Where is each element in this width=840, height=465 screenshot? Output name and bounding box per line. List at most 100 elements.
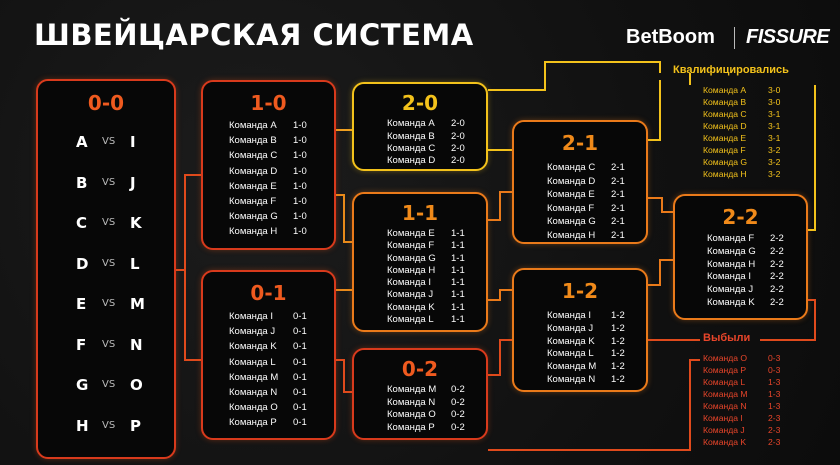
team-name: Команда K	[707, 296, 755, 308]
vs-label: VS	[102, 419, 116, 431]
team-b: L	[130, 254, 140, 273]
team-name: Команда K	[547, 335, 595, 347]
round-0-1-label: 0-1	[250, 281, 287, 305]
team-score: 0-2	[451, 384, 465, 395]
team-b: N	[130, 335, 143, 354]
team-b: O	[130, 376, 143, 394]
team-score: 0-2	[451, 396, 465, 408]
logo-divider	[734, 27, 735, 49]
team-score: 1-2	[611, 335, 625, 347]
team-score: 2-1	[611, 175, 625, 187]
vs-label: VS	[102, 379, 116, 390]
team-b: P	[130, 416, 141, 435]
round-1-1-label: 1-1	[401, 201, 439, 225]
team-name: Команда L	[229, 356, 276, 368]
team-name: Команда I	[703, 413, 743, 423]
team-a: C	[76, 214, 88, 232]
team-row: Команда I 1-1	[354, 277, 486, 289]
team-name: Команда G	[229, 211, 278, 223]
team-name: Команда N	[229, 386, 278, 398]
team-b: J	[130, 173, 136, 192]
vs-label: VS	[102, 257, 116, 269]
team-name: Команда H	[703, 169, 747, 179]
team-row: Команда D 2-1	[514, 175, 646, 189]
team-name: Команда C	[703, 109, 747, 119]
team-score: 2-1	[611, 202, 625, 214]
team-score: 2-0	[451, 155, 465, 167]
team-name: Команда D	[547, 175, 596, 187]
team-a: D	[76, 254, 89, 273]
team-name: Команда K	[387, 301, 435, 313]
team-name: Команда F	[707, 233, 755, 244]
team-score: 0-1	[293, 326, 307, 338]
team-name: Команда F	[547, 202, 595, 214]
team-row: Команда D 2-0	[354, 155, 486, 167]
team-score: 1-2	[611, 310, 625, 321]
fissure-logo: FISSURE	[746, 26, 830, 48]
team-score: 0-1	[293, 386, 307, 398]
round-2-0-label: 2-0	[401, 91, 439, 115]
team-name: Команда D	[387, 155, 436, 167]
round-1-0-label: 1-0	[250, 91, 287, 115]
team-name: Команда H	[229, 226, 278, 238]
team-name: Команда M	[703, 389, 748, 399]
vs-label: VS	[102, 217, 116, 228]
team-score: 3-1	[768, 121, 781, 131]
team-score: 2-1	[611, 229, 625, 241]
team-score: 2-1	[611, 162, 625, 173]
team-name: Команда C	[547, 162, 596, 173]
team-score: 1-1	[451, 289, 465, 301]
team-score: 3-1	[768, 133, 781, 143]
team-name: Команда N	[703, 401, 747, 411]
team-name: Команда G	[703, 157, 748, 167]
team-score: 1-0	[293, 226, 307, 238]
team-score: 2-2	[770, 233, 784, 244]
team-name: Команда H	[387, 264, 436, 276]
team-name: Команда C	[387, 143, 436, 155]
team-score: 1-0	[293, 135, 307, 147]
team-score: 0-1	[293, 311, 307, 322]
team-name: Команда I	[387, 277, 431, 289]
team-row: Команда N 0-1	[203, 385, 334, 400]
team-score: 1-3	[768, 377, 781, 387]
team-score: 1-2	[611, 373, 625, 385]
team-name: Команда D	[703, 121, 747, 131]
team-name: Команда B	[703, 97, 747, 107]
team-name: Команда L	[547, 348, 594, 360]
vs-label: VS	[102, 136, 116, 147]
team-name: Команда P	[387, 421, 435, 433]
team-b: M	[130, 295, 145, 313]
team-score: 1-1	[451, 314, 465, 326]
team-name: Команда L	[387, 314, 434, 326]
team-a: A	[76, 133, 88, 151]
team-name: Команда E	[547, 189, 595, 200]
team-name: Команда O	[387, 409, 436, 420]
team-score: 1-3	[768, 389, 781, 399]
team-score: 1-1	[451, 277, 465, 289]
team-row: Команда F 2-2	[675, 233, 806, 246]
